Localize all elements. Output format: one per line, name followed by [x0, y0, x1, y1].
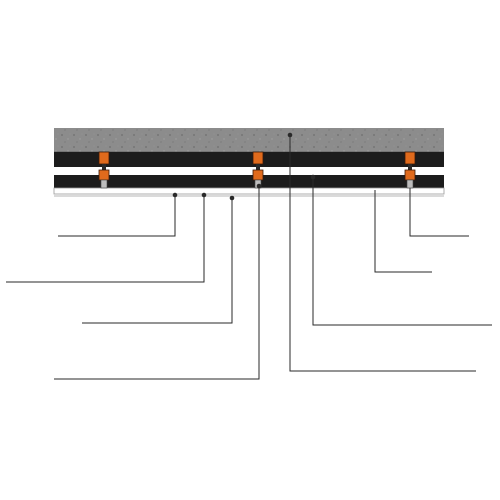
callout-7: [374, 190, 432, 273]
callout-3: [82, 195, 235, 324]
insulation-gap: [54, 167, 444, 175]
concrete-slab: [54, 128, 444, 152]
callout-8: [409, 188, 469, 237]
callout-1: [58, 192, 178, 237]
leader-line: [58, 195, 176, 237]
leader-line: [289, 135, 476, 372]
leader-line: [82, 198, 233, 324]
leader-dot: [310, 174, 316, 180]
leader-dot: [229, 195, 235, 201]
leader-dot: [256, 183, 262, 189]
callout-6: [310, 174, 492, 326]
leader-line: [54, 186, 260, 380]
leader-line: [374, 190, 432, 273]
leader-dot: [172, 192, 178, 198]
leader-line: [409, 188, 469, 237]
gypsum-panel: [53, 187, 445, 195]
top-channel: [54, 152, 444, 167]
leader-line: [6, 195, 205, 283]
leader-dot: [201, 192, 207, 198]
hanger-bracket: [98, 151, 110, 189]
leader-line: [312, 177, 492, 326]
callout-5: [287, 132, 476, 372]
hanger-bracket: [404, 151, 416, 189]
leader-dot: [287, 132, 293, 138]
bottom-channel: [54, 175, 444, 188]
callout-2: [6, 192, 207, 283]
callout-4: [54, 183, 262, 380]
